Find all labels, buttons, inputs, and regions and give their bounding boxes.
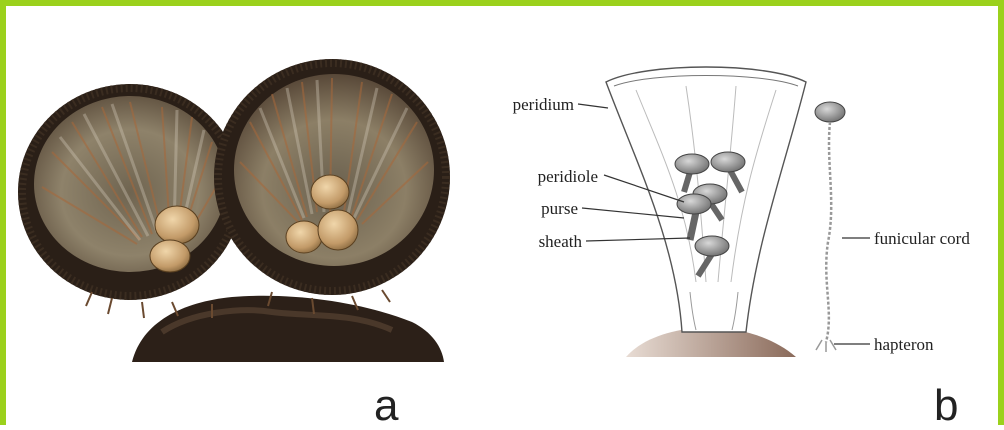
label-purse: purse bbox=[541, 199, 578, 218]
funicular-cord-specimen bbox=[815, 102, 845, 352]
panel-letter-a: a bbox=[374, 384, 398, 428]
photo-panel-a bbox=[12, 12, 484, 362]
panel-letter-b: b bbox=[934, 384, 958, 428]
fungus-photo bbox=[12, 12, 484, 362]
label-sheath: sheath bbox=[539, 232, 583, 251]
fungus-diagram: peridium peridiole purse sheath funicula… bbox=[486, 42, 1002, 362]
label-peridium: peridium bbox=[513, 95, 574, 114]
diagram-panel-b: peridium peridiole purse sheath funicula… bbox=[486, 42, 1002, 362]
label-peridiole: peridiole bbox=[538, 167, 598, 186]
label-funicular-cord: funicular cord bbox=[874, 229, 970, 248]
left-cup bbox=[18, 84, 242, 300]
label-hapteron: hapteron bbox=[874, 335, 934, 354]
